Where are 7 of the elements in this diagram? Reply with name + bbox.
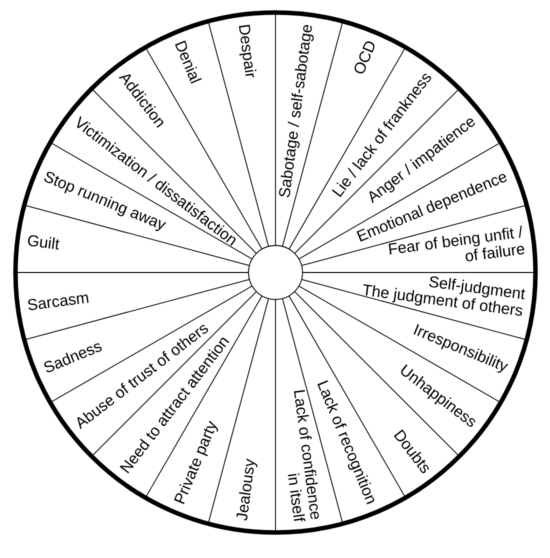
segment-label: Lack of confidence in itself (288, 390, 319, 522)
segment-label: OCD (354, 41, 374, 74)
segment-label: Sabotage / self-sabotage (279, 24, 314, 198)
segment-label: Guilt (28, 235, 60, 250)
segment-label: Jealousy (236, 458, 258, 521)
segment-label: Sarcasm (28, 294, 89, 310)
segment-label: Despair (238, 24, 256, 78)
